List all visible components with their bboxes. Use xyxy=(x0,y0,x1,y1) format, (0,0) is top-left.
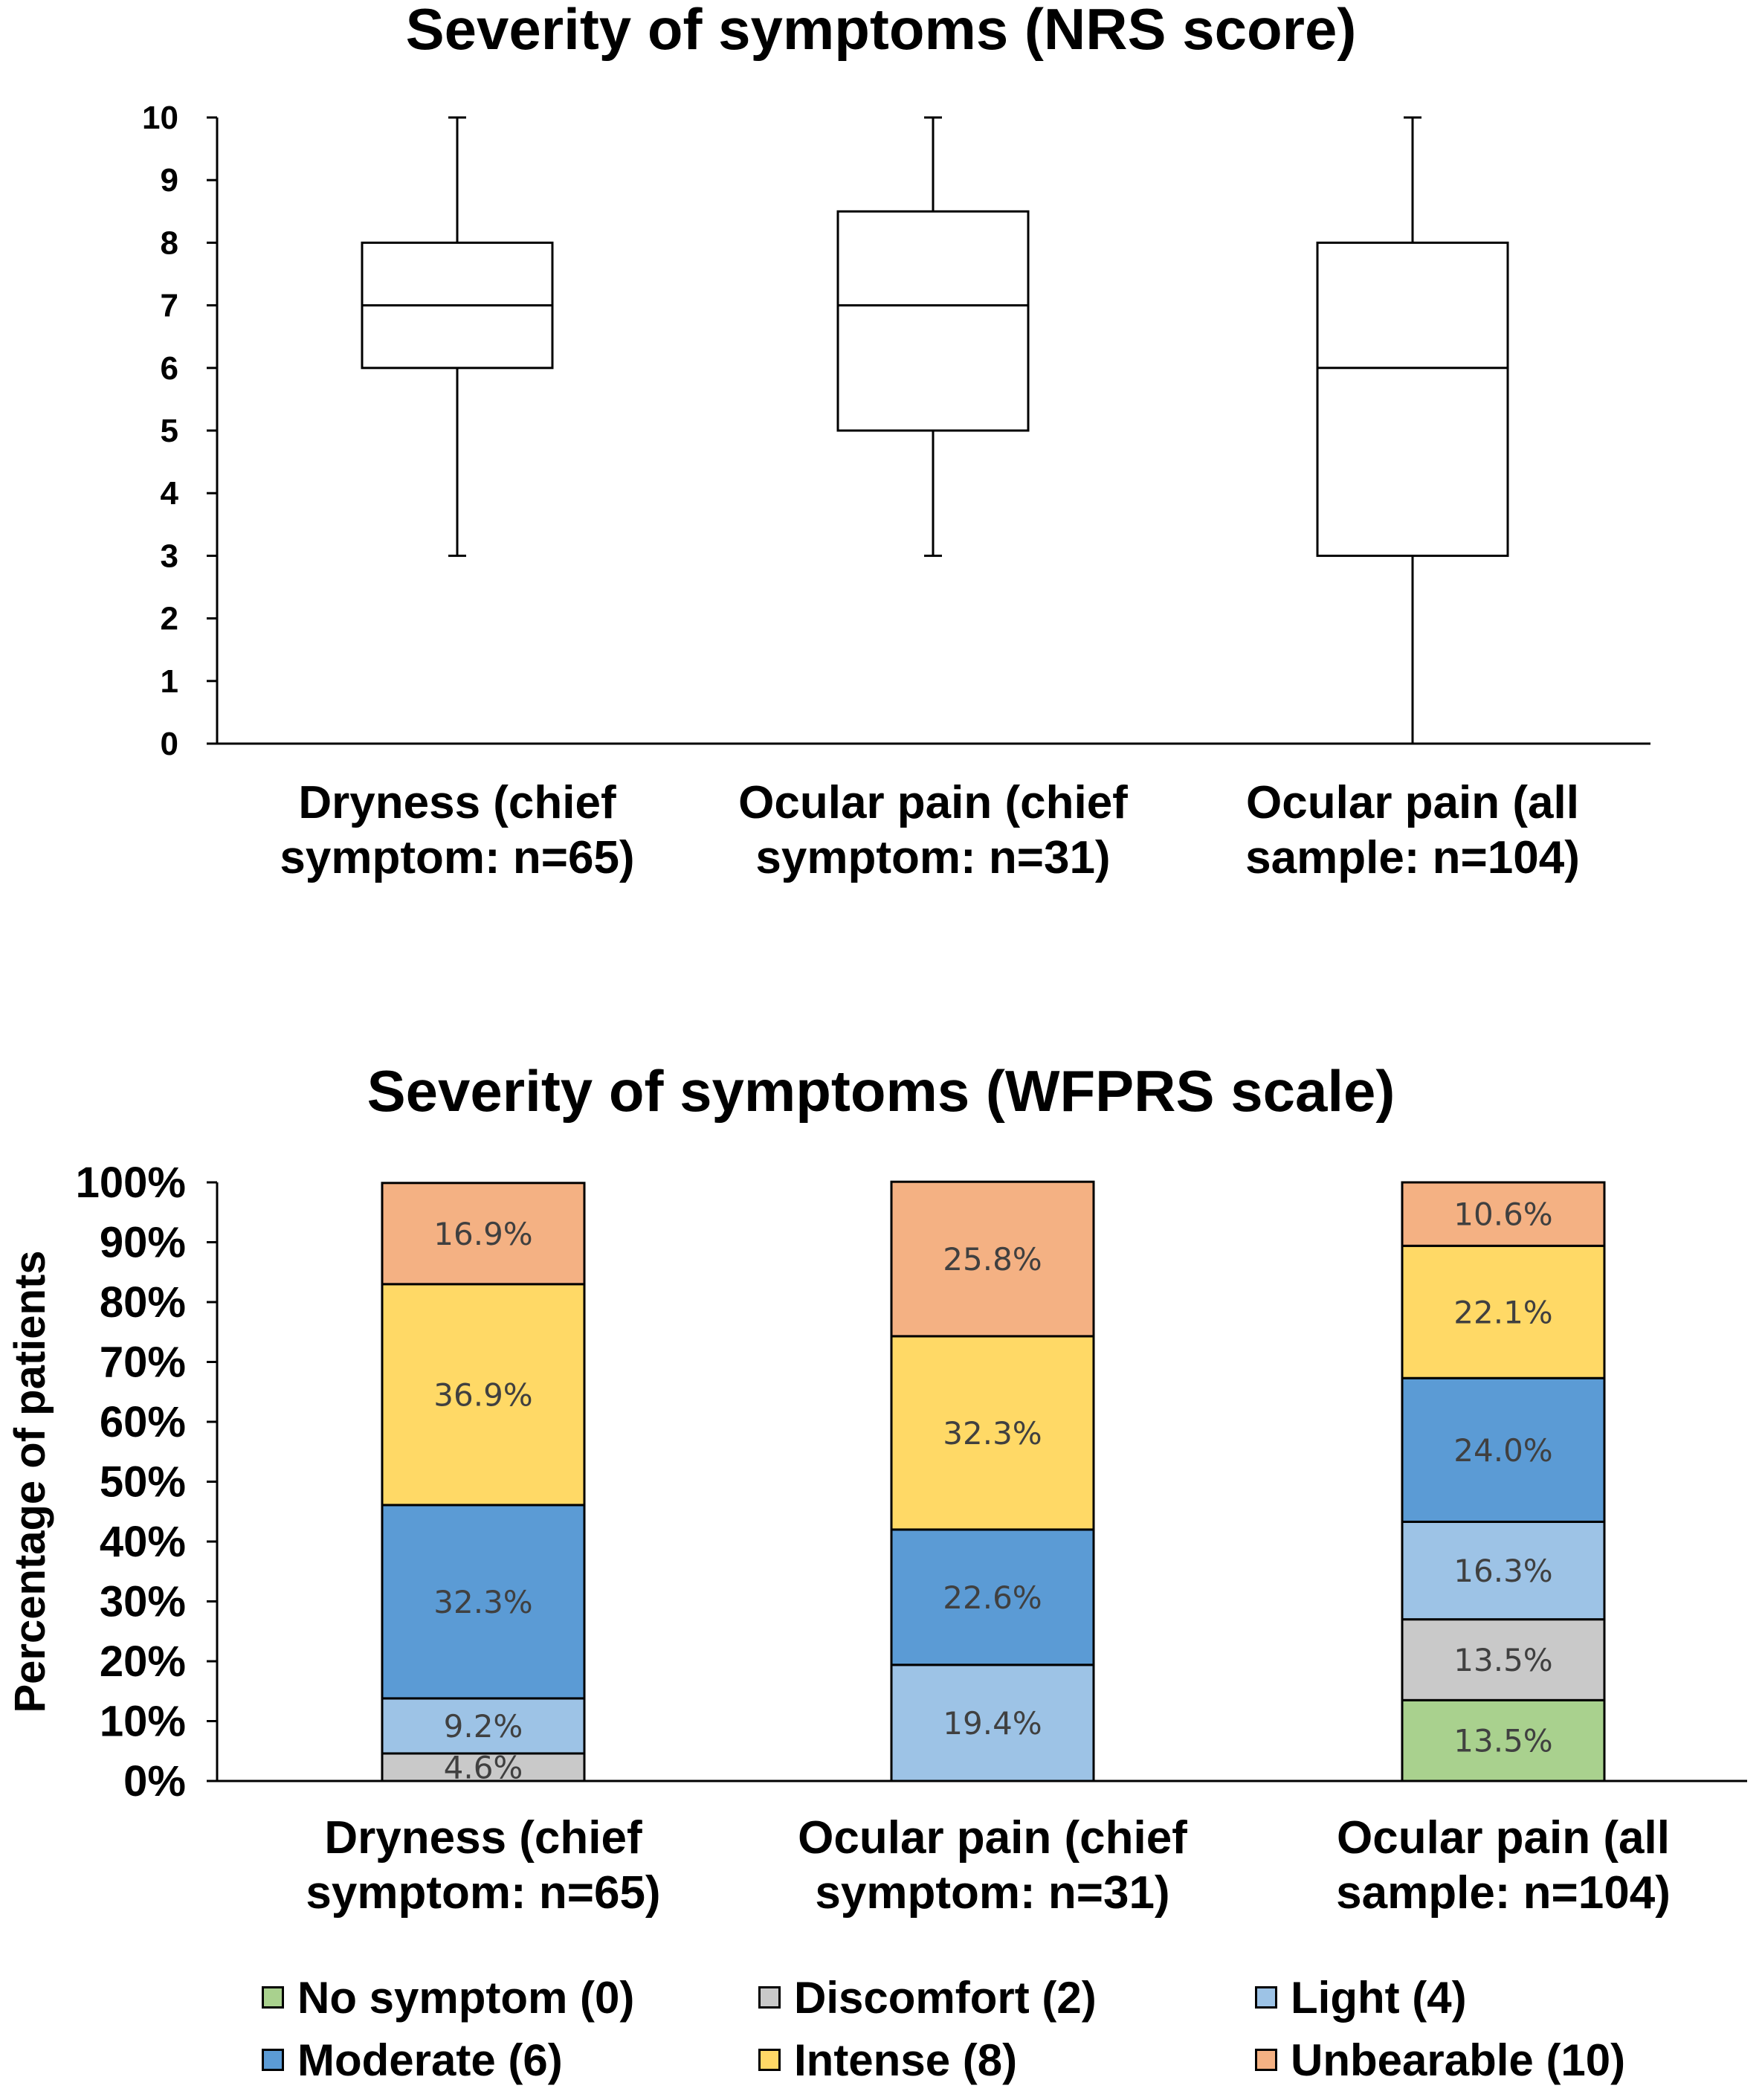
y-tick-label: 10% xyxy=(100,1698,186,1746)
y-tick-label: 20% xyxy=(100,1637,186,1686)
bar-segment xyxy=(381,1504,586,1700)
segment-data-label: 16.9% xyxy=(433,1216,532,1252)
x-category-label: Ocular pain (chief xyxy=(738,777,1128,828)
x-category-label: sample: n=104) xyxy=(1245,832,1580,883)
segment-data-label: 13.5% xyxy=(1453,1642,1552,1678)
y-tick-label: 70% xyxy=(100,1339,186,1387)
bar-segment xyxy=(890,1528,1095,1666)
y-tick-label: 1 xyxy=(161,663,178,700)
x-category-label: Dryness (chief xyxy=(298,777,616,828)
y-tick-label: 50% xyxy=(100,1458,186,1507)
legend-label: Discomfort (2) xyxy=(794,1972,1097,2023)
legend: No symptom (0) Discomfort (2) Light (4) … xyxy=(262,1971,1734,2087)
iqr-box xyxy=(1316,241,1509,557)
legend-item-light: Light (4) xyxy=(1255,1971,1734,2024)
segment-data-label: 25.8% xyxy=(943,1241,1042,1278)
bar-chart-title: Severity of symptoms (WFPRS scale) xyxy=(367,1058,1395,1124)
legend-swatch xyxy=(1255,2049,1277,2071)
segment-data-label: 10.6% xyxy=(1453,1196,1552,1233)
segment-data-label: 19.4% xyxy=(943,1705,1042,1742)
segment-data-label: 4.6% xyxy=(444,1749,523,1785)
legend-swatch xyxy=(262,2049,284,2071)
x-category-label: sample: n=104) xyxy=(1336,1867,1671,1919)
legend-item-discomfort: Discomfort (2) xyxy=(758,1971,1255,2024)
segment-data-label: 36.9% xyxy=(433,1376,532,1413)
segment-data-label: 24.0% xyxy=(1453,1432,1552,1469)
legend-label: No symptom (0) xyxy=(297,1972,635,2023)
segment-data-label: 32.3% xyxy=(433,1584,532,1620)
y-tick-label: 8 xyxy=(161,225,178,261)
legend-item-no-symptom: No symptom (0) xyxy=(262,1971,758,2024)
segment-data-label: 22.6% xyxy=(943,1579,1042,1616)
x-category-label: symptom: n=65) xyxy=(280,832,634,883)
box-chart-title: Severity of symptoms (NRS score) xyxy=(405,0,1357,62)
bar-segment xyxy=(1401,1376,1606,1523)
legend-item-intense: Intense (8) xyxy=(758,2033,1255,2087)
y-tick-label: 40% xyxy=(100,1518,186,1566)
y-tick-label: 100% xyxy=(76,1159,186,1207)
y-tick-label: 30% xyxy=(100,1578,186,1626)
x-category-label: symptom: n=31) xyxy=(755,832,1110,883)
legend-label: Moderate (6) xyxy=(297,2035,563,2085)
x-category-label: Ocular pain (chief xyxy=(798,1812,1187,1864)
legend-swatch xyxy=(758,2049,781,2071)
legend-swatch xyxy=(758,1986,781,2009)
bar-segment xyxy=(890,1180,1095,1338)
legend-label: Intense (8) xyxy=(794,2035,1018,2085)
legend-swatch xyxy=(262,1986,284,2009)
bar-segment xyxy=(890,1335,1095,1531)
segment-data-label: 32.3% xyxy=(943,1415,1042,1452)
y-tick-label: 10 xyxy=(142,100,178,136)
y-tick-label: 60% xyxy=(100,1398,186,1446)
segment-data-label: 22.1% xyxy=(1453,1294,1552,1330)
x-category-label: Ocular pain (all xyxy=(1246,777,1579,828)
bar-segment xyxy=(1401,1698,1606,1782)
x-category-label: symptom: n=31) xyxy=(815,1867,1169,1919)
y-tick-label: 6 xyxy=(161,350,178,387)
y-tick-label: 9 xyxy=(161,162,178,199)
bar-segment xyxy=(381,1182,586,1286)
y-tick-label: 0 xyxy=(161,726,178,762)
x-category-label: Ocular pain (all xyxy=(1337,1812,1670,1864)
y-tick-label: 4 xyxy=(161,475,179,512)
x-category-label: Dryness (chief xyxy=(324,1812,642,1864)
segment-data-label: 13.5% xyxy=(1453,1723,1552,1759)
bar-segment xyxy=(1401,1618,1606,1701)
bar-segment xyxy=(381,1697,586,1755)
x-category-label: symptom: n=65) xyxy=(306,1867,660,1919)
y-axis-label: Percentage of patients xyxy=(6,1250,54,1713)
y-tick-label: 5 xyxy=(161,413,178,449)
legend-label: Unbearable (10) xyxy=(1291,2035,1626,2085)
y-tick-label: 7 xyxy=(161,288,178,324)
bar-segment xyxy=(1401,1244,1606,1379)
bar-segment xyxy=(1401,1181,1606,1247)
y-tick-label: 0% xyxy=(123,1757,186,1806)
legend-item-moderate: Moderate (6) xyxy=(262,2033,758,2087)
y-tick-label: 3 xyxy=(161,538,178,574)
iqr-box xyxy=(836,210,1030,432)
y-tick-label: 80% xyxy=(100,1278,186,1327)
legend-swatch xyxy=(1255,1986,1277,2009)
legend-item-unbearable: Unbearable (10) xyxy=(1255,2033,1734,2087)
segment-data-label: 16.3% xyxy=(1453,1553,1552,1589)
segment-data-label: 9.2% xyxy=(444,1708,523,1745)
y-tick-label: 90% xyxy=(100,1219,186,1267)
legend-label: Light (4) xyxy=(1291,1972,1467,2023)
y-tick-label: 2 xyxy=(161,601,178,637)
